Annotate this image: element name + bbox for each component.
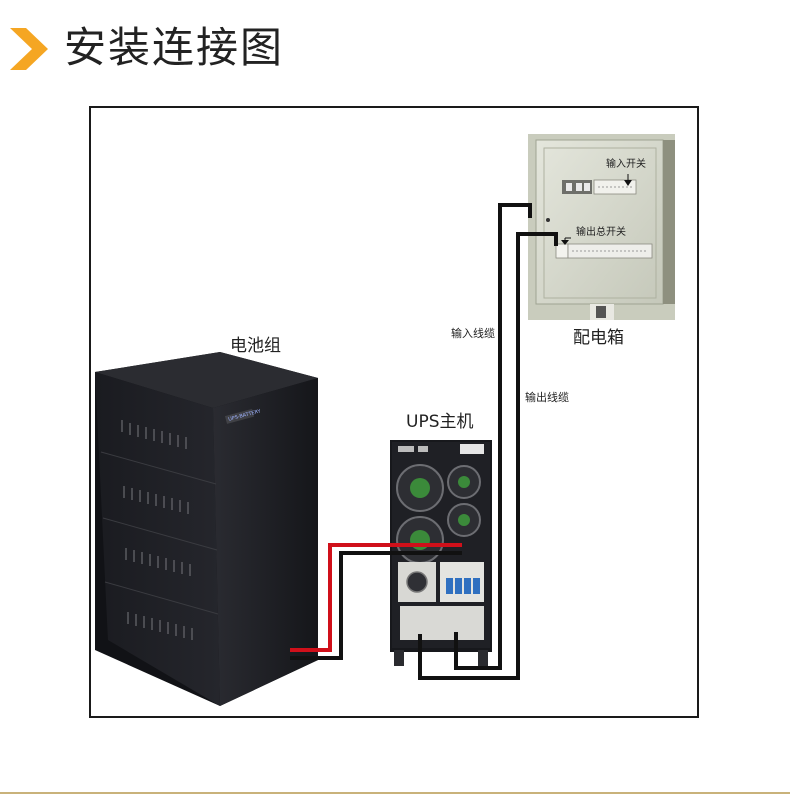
output-cable-label: 输出线缆 [525, 391, 569, 404]
header: 安装连接图 [0, 0, 790, 90]
chevron-right-icon [10, 28, 48, 70]
cables [290, 203, 558, 680]
output-main-switch-label: 输出总开关 [576, 227, 626, 238]
output-cable [418, 232, 558, 680]
input-cable [454, 203, 532, 670]
footer-divider [0, 792, 790, 794]
ups-host [390, 440, 492, 666]
input-switch-label: 输入开关 [606, 159, 646, 170]
input-cable-label: 输入线缆 [451, 327, 495, 340]
battery-negative-cable [290, 551, 462, 660]
battery-group-label: 电池组 [230, 336, 281, 356]
switch-arrows [561, 174, 632, 245]
battery-cabinet [95, 352, 318, 706]
distribution-box-label: 配电箱 [573, 328, 624, 348]
battery-positive-cable [290, 543, 462, 652]
page-title: 安装连接图 [64, 23, 285, 72]
distribution-box [528, 134, 675, 320]
ups-host-label: UPS主机 [406, 412, 474, 432]
